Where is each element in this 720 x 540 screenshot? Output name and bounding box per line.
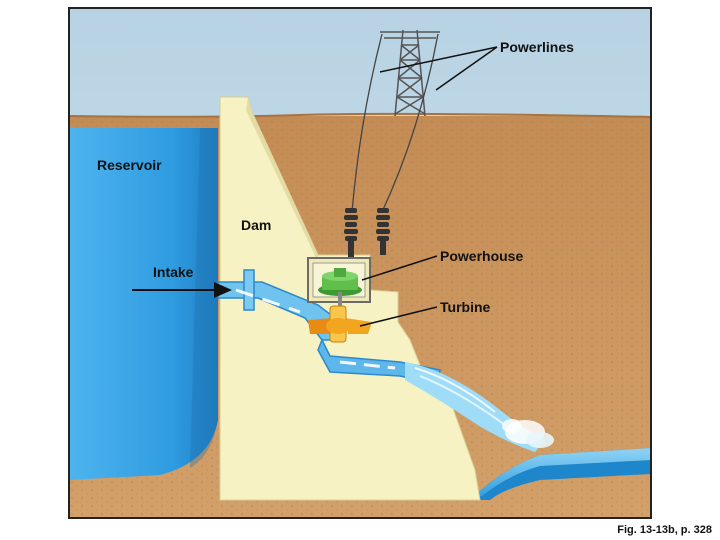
label-powerhouse: Powerhouse [440,248,523,264]
turbine [308,305,372,343]
generator [318,268,362,308]
label-turbine: Turbine [440,299,491,315]
figure-caption: Fig. 13-13b, p. 328 [617,524,712,536]
figure-frame [68,7,652,519]
label-reservoir: Reservoir [97,157,162,173]
insulators [344,208,390,257]
reservoir-water [69,128,218,480]
river [470,448,651,500]
leader-lines [359,46,498,327]
label-dam: Dam [241,217,271,233]
powerhouse [307,257,371,308]
transmission-tower [380,29,440,117]
label-powerlines: Powerlines [500,39,574,55]
label-intake: Intake [153,264,194,280]
powerline-cables [351,33,439,213]
waterfall [405,362,554,452]
